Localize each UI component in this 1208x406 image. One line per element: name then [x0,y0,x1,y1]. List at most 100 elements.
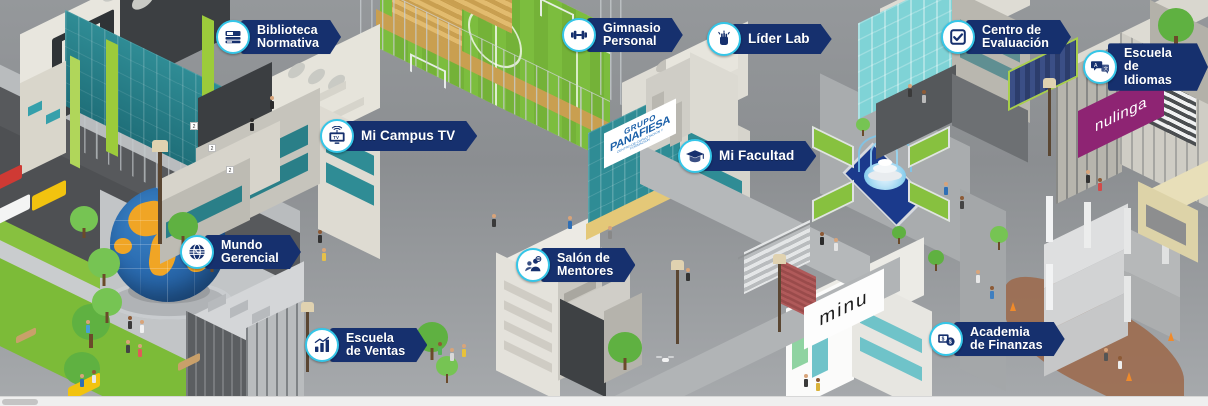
map-pin-label: Salón de Mentores [541,248,635,282]
map-pin-label: Centro de Evaluación [966,20,1071,54]
person [140,320,144,333]
person [492,214,496,227]
checkbox-icon [941,20,975,54]
map-pin-centro-de-evaluacion[interactable]: Centro de Evaluación [941,20,1071,54]
person [820,232,824,245]
map-pin-academia-de-finanzas[interactable]: $$Academia de Finanzas [929,322,1065,356]
tree [70,206,98,238]
scrollbar-thumb[interactable] [2,399,38,405]
raised-fist-icon [707,22,741,56]
svg-text:文: 文 [1104,65,1109,72]
person [990,286,994,299]
tree [436,356,458,383]
person [816,378,820,391]
person [922,90,926,103]
map-pin-label: Escuela de Ventas [330,328,427,362]
street-lamp-head [1043,78,1056,88]
map-pin-label: Gimnasio Personal [587,18,683,52]
person [92,370,96,383]
tree [1158,8,1194,48]
map-pin-gimnasio-personal[interactable]: Gimnasio Personal [562,18,683,52]
horizontal-scrollbar[interactable] [0,396,1208,406]
map-pin-escuela-de-ventas[interactable]: Escuela de Ventas [305,328,427,362]
traffic-cone-3 [1126,372,1132,381]
tree [990,226,1008,250]
book-stack-icon [216,20,250,54]
person [960,196,964,209]
money-bag-icon: $$ [929,322,963,356]
drone-icon [656,356,674,364]
person [138,344,142,357]
map-pin-label: Líder Lab [732,24,832,54]
path-right-vertical [960,188,1006,392]
street-lamp [778,262,781,332]
street-lamp [676,268,679,344]
tree [608,332,642,370]
person [804,374,808,387]
traffic-cone-1 [1010,302,1016,311]
person [126,340,130,353]
svg-text:TV: TV [333,135,339,140]
map-pin-mundo-gerencial[interactable]: Mundo Gerencial [180,235,301,269]
person [86,320,90,333]
svg-text:$: $ [949,340,952,346]
traffic-cone-2 [1168,332,1174,341]
mentor-people-icon [516,248,550,282]
person [1104,348,1108,361]
parking-sign: 2 [208,144,216,152]
person [250,118,254,131]
parking-sign: 2 [190,122,198,130]
svg-text:A: A [1094,63,1098,69]
person [834,238,838,251]
map-pin-label: Biblioteca Normativa [241,20,341,54]
person [944,182,948,195]
person [270,96,274,109]
person [608,226,612,239]
person [462,344,466,357]
tree [928,250,944,271]
svg-text:$: $ [942,336,945,342]
person [80,374,84,387]
tree [892,226,906,244]
map-pin-salon-de-mentores[interactable]: Salón de Mentores [516,248,635,282]
graduation-cap-icon [678,139,712,173]
parking-sign: 2 [226,166,234,174]
map-pin-label: Mi Facultad [703,141,816,171]
bar-chart-icon [305,328,339,362]
tv-monitor-icon: TV [320,119,354,153]
person [1086,170,1090,183]
map-pin-label: Mi Campus TV [345,121,477,151]
street-lamp-head [152,140,168,152]
tree [856,118,870,136]
tree [92,288,122,323]
person [1098,178,1102,191]
map-pin-mi-facultad[interactable]: Mi Facultad [678,139,816,173]
street-lamp-head [671,260,684,270]
map-pin-lider-lab[interactable]: Líder Lab [707,22,832,56]
person [318,230,322,243]
map-pin-label: Academia de Finanzas [954,322,1065,356]
map-pin-label: Mundo Gerencial [205,235,301,269]
person [568,216,572,229]
globe-icon [180,235,214,269]
map-pin-label: Escuela de Idiomas [1108,43,1208,90]
street-lamp [158,148,162,244]
person [686,268,690,281]
person [908,84,912,97]
dumbbell-icon [562,18,596,52]
person [128,316,132,329]
map-pin-mi-campus-tv[interactable]: TV Mi Campus TV [320,119,477,153]
person [322,248,326,261]
map-pin-biblioteca-normativa[interactable]: Biblioteca Normativa [216,20,341,54]
street-lamp-head [773,254,786,264]
person [1118,356,1122,369]
street-lamp [1048,86,1051,156]
tree [88,248,120,286]
street-lamp-head [301,302,314,312]
person [438,342,442,355]
person [976,270,980,283]
field-fence-right [600,0,622,106]
